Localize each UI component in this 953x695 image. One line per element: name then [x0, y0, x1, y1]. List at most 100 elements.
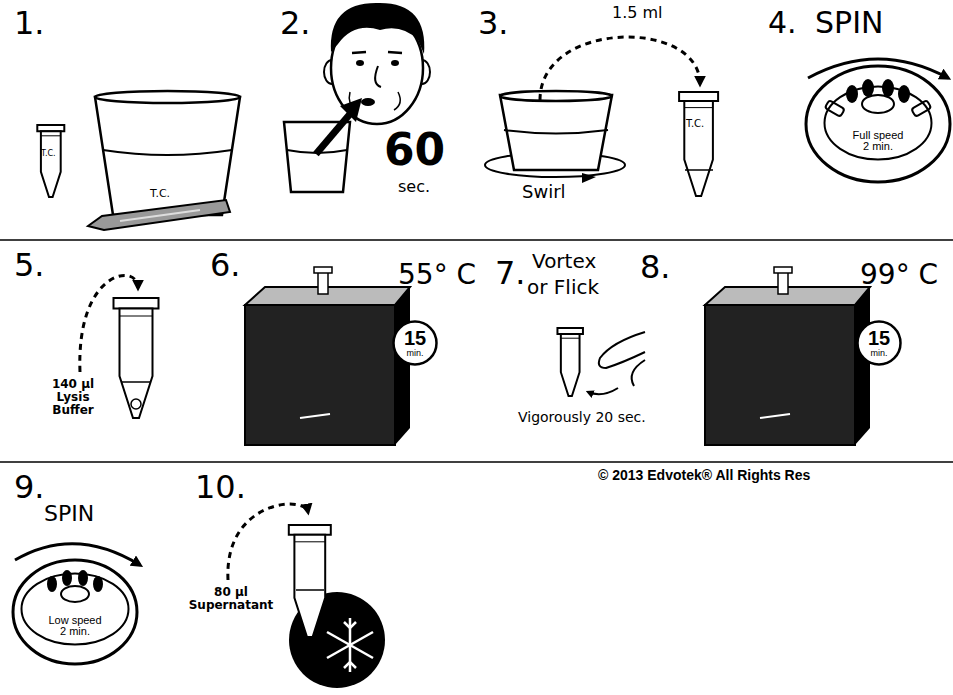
transfer-arrow	[540, 37, 700, 100]
node-content: 15min.	[392, 320, 438, 366]
step-number: 7.	[495, 256, 526, 291]
tube-label: T.C.	[686, 118, 704, 129]
liquid-line	[103, 150, 232, 155]
action-label: Swirl	[522, 182, 566, 202]
liquid-line	[121, 381, 151, 383]
spit-arrow	[316, 114, 350, 154]
node-content: 15min.	[856, 320, 902, 366]
speed-label: Full speed 2 min.	[850, 130, 906, 153]
step-number: 2.	[280, 6, 311, 41]
step10-art	[228, 504, 385, 688]
rotor-label: Low speed 2 min.	[20, 572, 130, 646]
arrow-head	[340, 98, 362, 122]
step-number: 3.	[478, 6, 509, 41]
action-label: Vortex	[532, 250, 596, 272]
step-number: 6.	[210, 248, 241, 283]
action-note: Vigorously 20 sec.	[518, 410, 646, 425]
eye	[391, 60, 399, 66]
eyebrow	[352, 52, 366, 53]
cup-rim	[500, 91, 612, 101]
temperature-label: 55° C	[398, 260, 476, 291]
step5-art	[80, 275, 159, 418]
row-separator	[0, 461, 953, 463]
timer-outline	[394, 322, 437, 365]
tube-slot	[898, 85, 910, 103]
hand	[632, 360, 645, 386]
timer-value: 15	[393, 328, 437, 349]
cup	[95, 97, 240, 215]
centrifuge	[13, 544, 140, 664]
tube-label: T.C.	[41, 150, 56, 159]
volume-label: 1.5 ml	[612, 4, 663, 22]
rotor-hub	[862, 95, 894, 113]
block-slot	[760, 414, 790, 418]
rotor-rim	[22, 574, 129, 645]
block-front	[705, 305, 855, 445]
cheek	[394, 92, 400, 110]
step1-art	[37, 91, 240, 230]
step-number: 5.	[14, 248, 45, 283]
nose	[375, 66, 381, 87]
timer-circle: 15min.	[392, 320, 438, 366]
tube	[114, 298, 159, 418]
tube-slot	[62, 570, 72, 586]
cup-label: T.C.	[150, 188, 170, 200]
timer-unit: min.	[857, 349, 901, 358]
timer-value: 15	[857, 328, 901, 349]
timer-outline	[858, 322, 901, 365]
rotor-hub	[61, 586, 89, 602]
liquid-line	[296, 589, 324, 591]
volume-label: 140 µl Lysis Buffer	[42, 378, 104, 418]
rotor-rim	[825, 87, 932, 160]
finger	[599, 332, 645, 368]
time-unit: sec.	[398, 178, 430, 196]
action-label: or Flick	[527, 276, 599, 298]
step-number: 1.	[14, 6, 45, 41]
block-side	[855, 287, 870, 445]
step-number: 10.	[195, 470, 246, 505]
liquid-line	[685, 169, 713, 171]
snowflake	[327, 618, 373, 672]
centrifuge-body	[806, 66, 950, 182]
block-side	[395, 287, 410, 445]
tube-slot	[846, 85, 858, 103]
speed-label: Low speed 2 min.	[46, 615, 104, 638]
centrifuge-body	[13, 560, 137, 664]
step3-art	[485, 37, 718, 196]
eyebrow	[388, 52, 402, 53]
step7-art	[557, 328, 645, 396]
tube	[289, 525, 331, 637]
tube	[778, 272, 788, 294]
liquid-line	[504, 130, 608, 134]
tube	[37, 125, 64, 197]
step-number: 8.	[640, 250, 671, 285]
volume-label: 80 µl Supernatant	[186, 586, 276, 612]
cup-rim	[95, 91, 240, 103]
block-front	[245, 305, 395, 445]
node-content: Low speed 2 min.	[20, 572, 130, 646]
tube-cap	[774, 267, 792, 273]
row-separator	[0, 239, 953, 241]
action-label: SPIN	[815, 6, 883, 39]
hair	[331, 3, 424, 54]
tube	[679, 92, 718, 196]
cup	[284, 122, 350, 192]
step-number: 4.	[768, 6, 797, 39]
flick-arrow	[588, 388, 618, 394]
node-content: Full speed 2 min.	[823, 85, 933, 161]
rotor-label: Full speed 2 min.	[823, 85, 933, 161]
pen-stripe	[120, 210, 200, 221]
action-label: SPIN	[44, 502, 94, 526]
heat-block	[705, 267, 870, 445]
tube-cap	[314, 267, 332, 273]
copyright-note: © 2013 Edvotek® All Rights Res	[598, 468, 810, 483]
marker-pen	[88, 200, 230, 230]
heat-block	[245, 267, 410, 445]
tube	[318, 272, 328, 294]
block-slot	[300, 414, 330, 418]
timer-unit: min.	[393, 349, 437, 358]
step-number: 9.	[14, 470, 45, 505]
temperature-label: 99° C	[860, 260, 938, 291]
